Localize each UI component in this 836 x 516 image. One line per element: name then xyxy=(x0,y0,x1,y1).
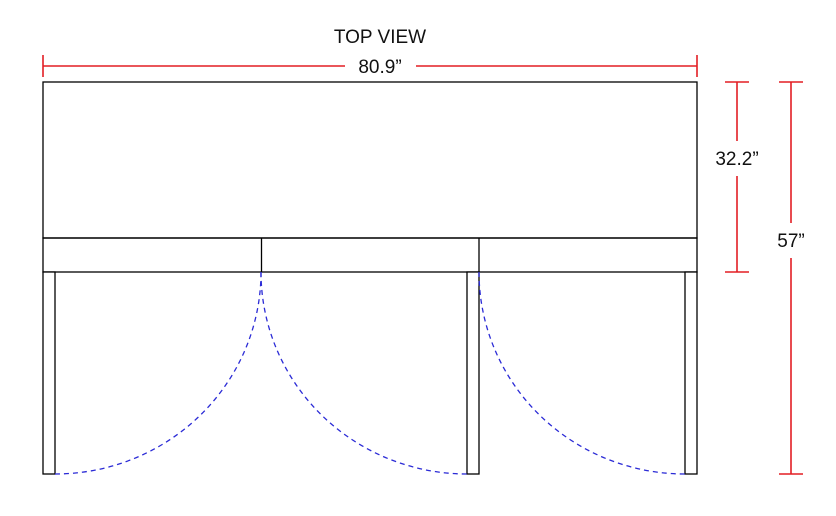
width-dimension-label: 80.9” xyxy=(358,57,401,78)
door-swing-arc-1 xyxy=(54,271,262,475)
width-dimension xyxy=(42,55,698,77)
door-swing-arcs xyxy=(54,271,686,475)
diagram-title: TOP VIEW xyxy=(334,27,426,48)
cabinet-outline xyxy=(42,81,698,273)
door-swing-arc-3 xyxy=(478,271,686,475)
door-panel-2 xyxy=(466,271,480,475)
door-panel-3 xyxy=(684,271,698,475)
body-depth-label: 32.2” xyxy=(715,149,758,170)
open-doors xyxy=(42,271,698,475)
door-frame-row xyxy=(42,237,698,273)
total-depth-dimension xyxy=(779,81,803,475)
cabinet-body xyxy=(42,81,698,239)
body-depth-dimension xyxy=(725,81,749,273)
door-swing-arc-2 xyxy=(260,271,468,475)
door-panel-1 xyxy=(42,271,56,475)
total-depth-label: 57” xyxy=(777,231,804,252)
